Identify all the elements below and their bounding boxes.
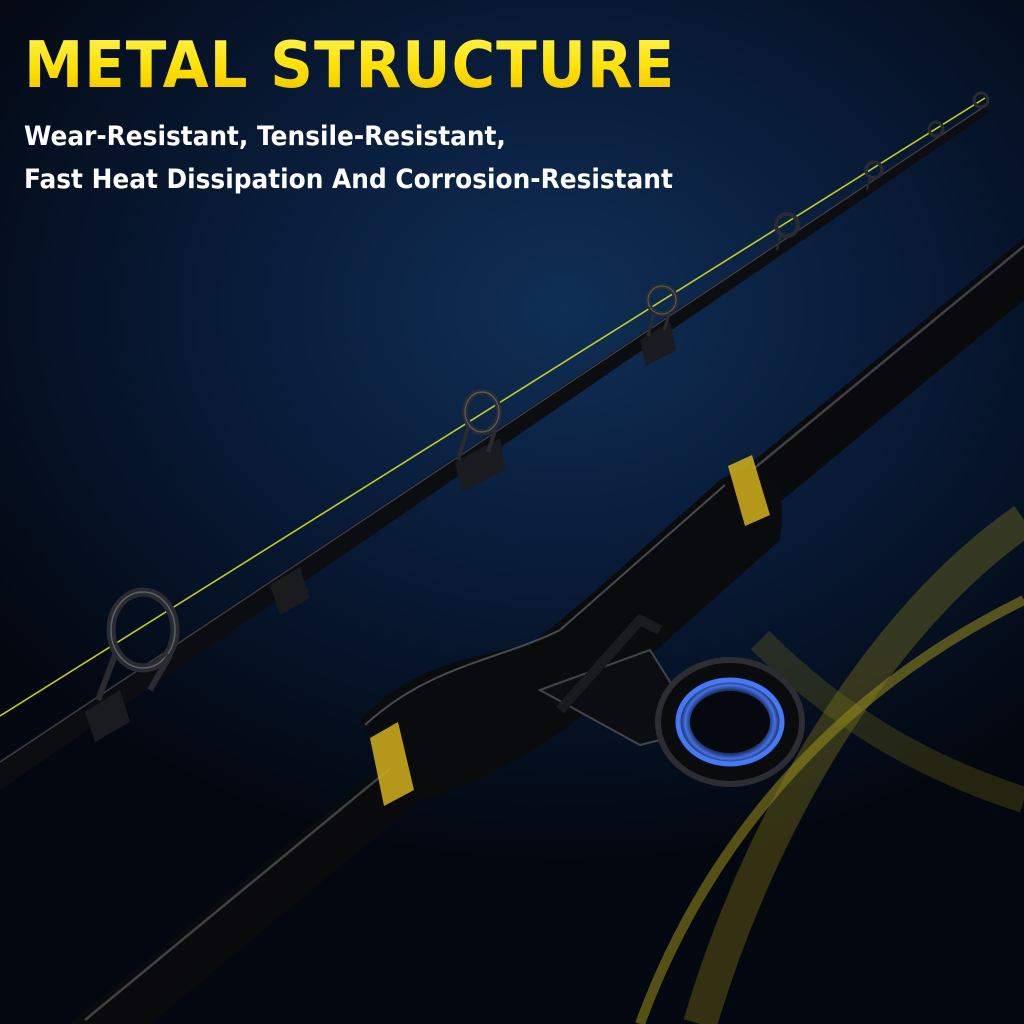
headline: METAL STRUCTURE xyxy=(24,29,676,103)
yellow-light-streaks xyxy=(635,506,1024,1024)
gold-wrap-upper xyxy=(728,455,770,526)
guide-ring-5 xyxy=(864,160,884,191)
guide-ring-6 xyxy=(927,120,945,138)
gold-wrap-lower xyxy=(370,722,414,806)
guide-ring-3 xyxy=(645,283,679,337)
guide-ring-1 xyxy=(95,587,180,702)
subheadline-line-1: Wear-Resistant, Tensile-Resistant, xyxy=(24,121,506,152)
rod-main-section xyxy=(70,238,1024,1024)
guide-ring-2 xyxy=(456,389,502,461)
guide-ring-4 xyxy=(774,212,800,251)
stripping-guide xyxy=(537,613,805,787)
tip-guide-rings xyxy=(95,91,990,702)
fishing-line xyxy=(0,97,986,717)
guide-ring-7 xyxy=(972,91,990,109)
subheadline-line-2: Fast Heat Dissipation And Corrosion-Resi… xyxy=(24,164,673,195)
